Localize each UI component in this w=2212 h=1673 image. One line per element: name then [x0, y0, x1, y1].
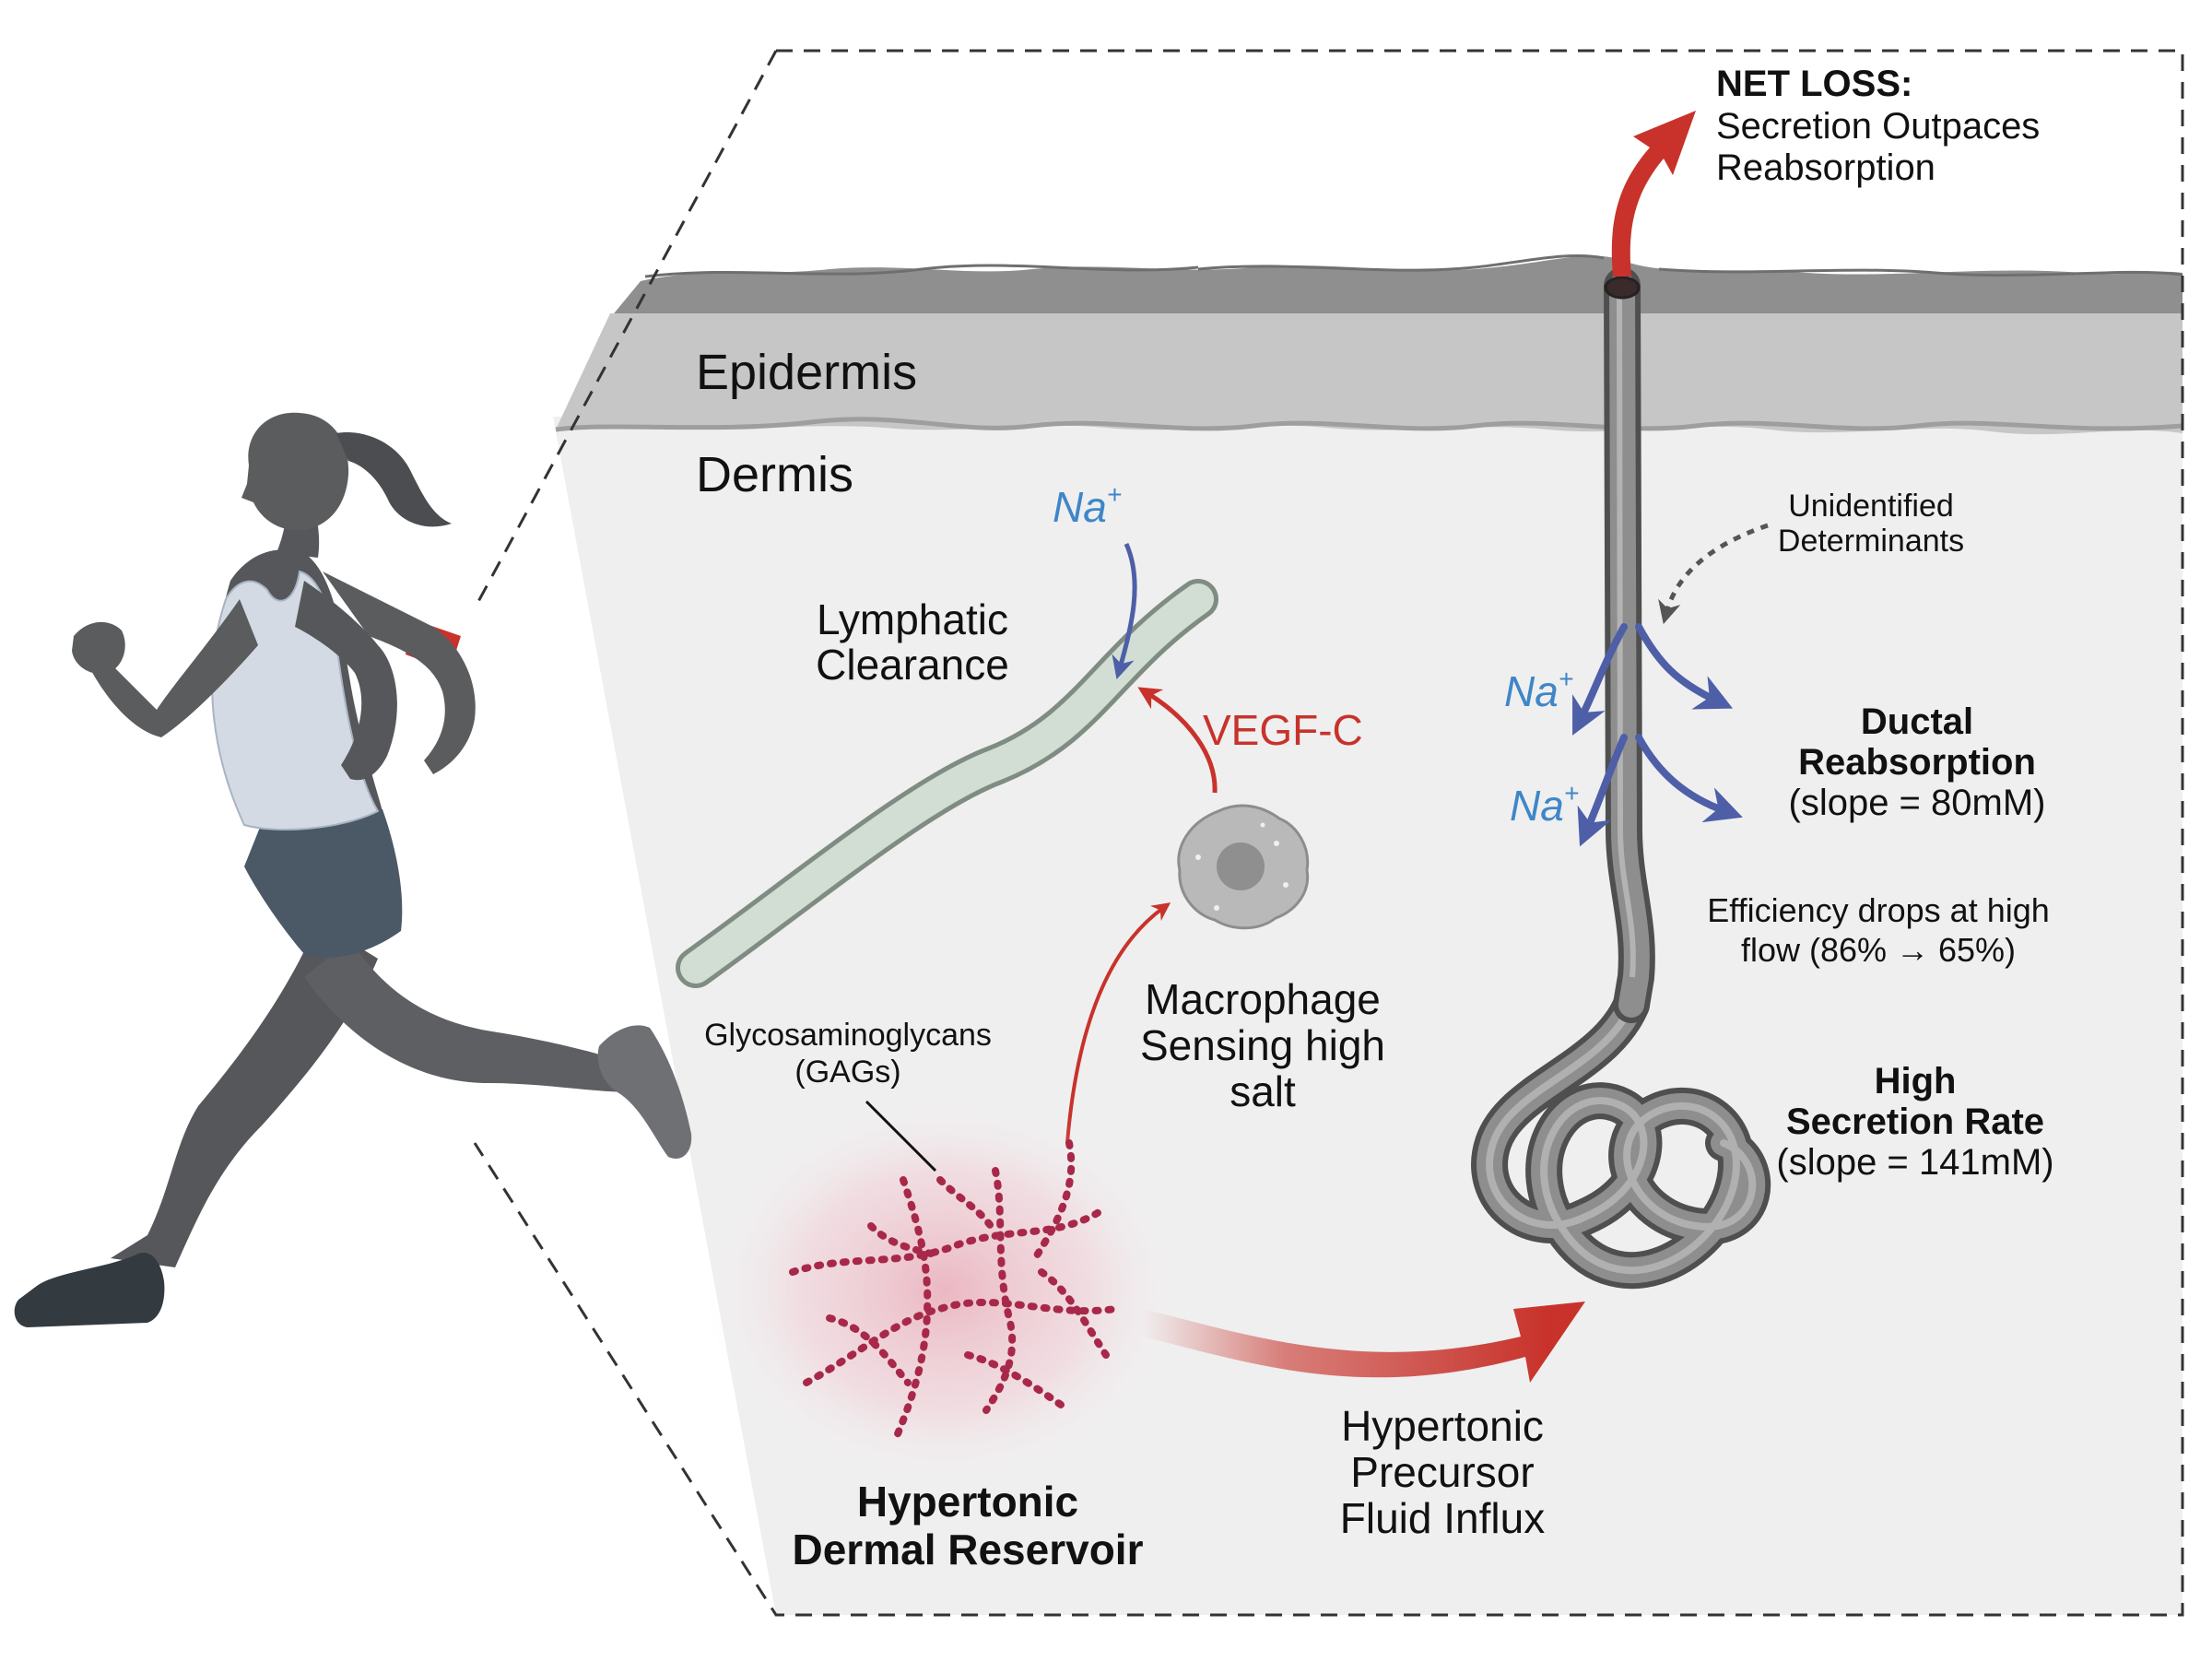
macrophage-label-line1: Macrophage — [1145, 975, 1381, 1023]
epidermis-label: Epidermis — [696, 345, 917, 400]
lymphatic-label-line1: Lymphatic — [817, 595, 1008, 643]
gags-label-line1: Glycosaminoglycans — [704, 1018, 992, 1053]
influx-arrow — [1143, 1302, 1585, 1383]
vegf-label: VEGF-C — [1203, 706, 1363, 754]
efficiency-line1: Efficiency drops at high — [1707, 891, 2050, 929]
determinants-line2: Determinants — [1778, 524, 1964, 559]
runner-ponytail — [336, 432, 452, 527]
dermis-label: Dermis — [696, 447, 853, 502]
determinants-arrow — [1658, 523, 1769, 625]
runner-figure — [14, 412, 692, 1327]
net-loss-arrow — [1611, 111, 1696, 277]
panel-outline — [473, 49, 2184, 1617]
net-loss-line2: Reabsorption — [1716, 147, 1936, 188]
front-shoe — [597, 1025, 692, 1160]
salt-sensing-arrow — [1065, 902, 1171, 1144]
gags-label-line2: (GAGs) — [794, 1054, 900, 1090]
macrophage-label-line3: salt — [1230, 1067, 1296, 1115]
influx-label-line3: Fluid Influx — [1340, 1494, 1545, 1542]
ductal-line2: Reabsorption — [1798, 742, 2036, 783]
lymphatic-label-line2: Clearance — [816, 641, 1009, 689]
na-ion-left-lower: Na+ — [1510, 779, 1579, 830]
secretion-line1: High — [1875, 1061, 1957, 1102]
secretion-line2: Secretion Rate — [1786, 1102, 2044, 1142]
stratum-corneum — [610, 255, 2183, 318]
macrophage-label-line2: Sensing high — [1140, 1021, 1385, 1069]
na-ion-top: Na+ — [1053, 480, 1122, 531]
ductal-line3: (slope = 80mM) — [1789, 783, 2046, 823]
macrophage-cell — [1177, 804, 1310, 930]
secretion-line3: (slope = 141mM) — [1776, 1142, 2053, 1183]
gag-network — [789, 1139, 1119, 1446]
determinants-line1: Unidentified — [1788, 489, 1954, 524]
runner-shorts — [244, 806, 403, 958]
sweat-gland — [1471, 267, 1771, 1290]
influx-label-line2: Precursor — [1350, 1448, 1534, 1496]
efficiency-line2: flow (86% → 65%) — [1741, 931, 2016, 969]
epidermis-dermis-boundary — [555, 417, 2183, 432]
runner-head — [241, 412, 349, 531]
reservoir-glow — [696, 1088, 1194, 1493]
net-loss-line1: Secretion Outpaces — [1716, 106, 2040, 147]
vegf-arrow — [1137, 687, 1218, 794]
back-shoe — [14, 1253, 165, 1327]
reservoir-label-line1: Hypertonic — [857, 1478, 1078, 1526]
ductal-line1: Ductal — [1861, 701, 1973, 742]
net-loss-heading: NET LOSS: — [1716, 64, 1912, 104]
na-uptake-arrow — [1112, 542, 1137, 680]
reabsorption-arrows — [1572, 623, 1743, 847]
influx-label-line1: Hypertonic — [1341, 1402, 1544, 1450]
epidermis-layer — [556, 313, 2183, 435]
reservoir-label-line2: Dermal Reservoir — [793, 1526, 1144, 1573]
na-ion-left-upper: Na+ — [1504, 665, 1573, 715]
gags-pointer-line — [865, 1100, 937, 1172]
